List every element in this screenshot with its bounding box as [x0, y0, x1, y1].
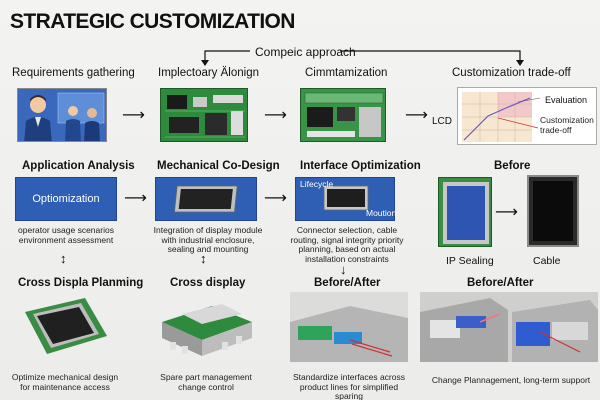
- arrow-right-icon: ⟶: [122, 107, 145, 124]
- step-customization-trade-off: Customization trade-off: [452, 67, 571, 79]
- arrow-right-icon: ⟶: [264, 107, 287, 124]
- people-icon: [18, 89, 106, 141]
- caption-application-analysis: operator usage scenarios environment ass…: [18, 225, 114, 245]
- step-before-after-2: Before/After: [467, 277, 534, 289]
- up-down-arrow-icon: ↕: [60, 251, 67, 266]
- arrow-right-icon: ⟶: [405, 107, 428, 124]
- moution-label: Moution: [366, 208, 397, 218]
- step-requirements-gathering: Requirements gathering: [12, 67, 135, 79]
- caption-before-after-2: Change Plannagement, long-term support: [431, 375, 591, 385]
- chart-label-tradeoff: Customization trade-off: [540, 115, 594, 135]
- arrow-right-icon: ⟶: [264, 190, 287, 207]
- page-title: STRATEGIC CUSTOMIZATION: [10, 10, 295, 33]
- caption-mechanical-co-design: Integration of display module with indus…: [153, 225, 263, 254]
- pcb-board-image: [160, 88, 248, 142]
- caption-cross-display: Spare part management change control: [160, 372, 252, 392]
- caption-interface-optimization: Connector selection, cable routing, sign…: [290, 225, 404, 264]
- step-application-analysis: Application Analysis: [22, 160, 135, 172]
- spare-part-assembly-image: [152, 292, 262, 362]
- connector-interface-image: [290, 292, 408, 362]
- display-before-image: [438, 177, 492, 247]
- chart-label-evaluation: Evaluation: [545, 95, 588, 105]
- trade-off-chart: [457, 87, 597, 145]
- step-before-after-1: Before/After: [314, 277, 381, 289]
- caption-cross-display-planning: Optimize mechanical design for maintenan…: [11, 372, 119, 392]
- up-down-arrow-icon: ↕: [200, 251, 207, 266]
- step-interface-optimization: Interface Optimization: [300, 160, 421, 172]
- display-module-box: [155, 177, 257, 221]
- step-implementation-alignment: Implectoary Älonign: [158, 67, 259, 79]
- arrow-right-icon: ⟶: [124, 190, 147, 207]
- step-customization: Cimmtamization: [305, 67, 388, 79]
- cable-label: Cable: [533, 255, 561, 267]
- ip-sealing-label: IP Sealing: [446, 255, 494, 267]
- step-cross-display: Cross display: [170, 277, 246, 289]
- display-after-image: [527, 175, 579, 247]
- interface-box: [295, 177, 395, 221]
- arrow-right-icon: ⟶: [495, 204, 518, 221]
- team-illustration: [17, 88, 107, 142]
- step-before: Before: [494, 160, 531, 172]
- top-connector-label: Compeic approach: [255, 45, 356, 59]
- lifecycle-label: Lifecycle: [300, 179, 334, 189]
- mechanical-display-image: [15, 292, 115, 362]
- optimization-box: Optiomization: [15, 177, 117, 221]
- step-mechanical-co-design: Mechanical Co-Design: [157, 160, 280, 172]
- before-after-connector-image: [420, 292, 598, 362]
- down-arrow-icon: ↓: [340, 262, 347, 277]
- step-cross-display-planning: Cross Displa Planming: [18, 277, 144, 289]
- lcd-label: LCD: [432, 116, 453, 127]
- caption-before-after-1: Standardize interfaces across product li…: [293, 372, 405, 400]
- custom-pcb-image: [300, 88, 386, 142]
- optimization-label: Optiomization: [32, 193, 100, 205]
